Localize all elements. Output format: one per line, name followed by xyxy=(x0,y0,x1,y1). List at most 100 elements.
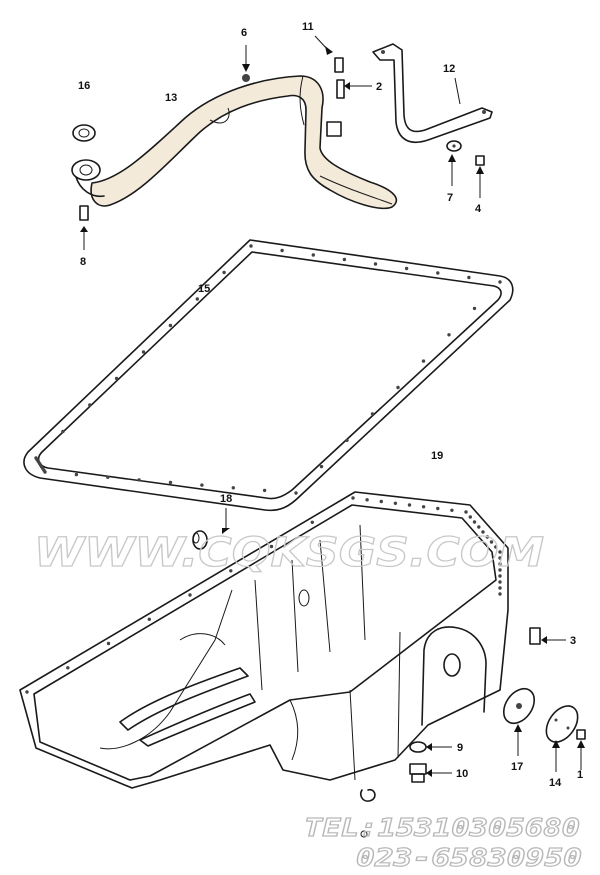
bolt-hole xyxy=(498,568,502,572)
callout-10: 10 xyxy=(456,768,468,780)
bolt-hole xyxy=(141,350,146,354)
callout-labels: 6 11 2 12 16 13 7 4 8 15 19 18 3 9 10 17… xyxy=(78,21,583,789)
bolt-hole xyxy=(310,520,314,524)
bolt-hole xyxy=(351,496,355,500)
watermark-phone: 023-65830950 xyxy=(356,843,582,872)
bolt-hole xyxy=(249,244,253,248)
tube-bracket xyxy=(372,43,493,144)
bolt-hole xyxy=(294,491,298,495)
callout-7: 7 xyxy=(447,192,453,204)
callout-18: 18 xyxy=(220,493,232,505)
callout-4: 4 xyxy=(475,203,482,215)
bolt-hole xyxy=(494,545,498,549)
bolt-hole xyxy=(477,525,481,529)
bolt-hole xyxy=(222,270,226,275)
callout-13: 13 xyxy=(165,92,177,104)
bolt-3 xyxy=(529,627,566,645)
bolt-hole xyxy=(229,569,233,573)
cover-plate-14 xyxy=(545,705,579,772)
spring-clip xyxy=(359,788,376,838)
bolt-hole xyxy=(498,280,502,284)
cover-gasket-17 xyxy=(502,687,536,756)
bolt-1 xyxy=(576,729,586,770)
nut-6 xyxy=(242,45,250,82)
callout-19: 19 xyxy=(431,450,443,462)
bolt-hole xyxy=(450,508,454,512)
callout-14: 14 xyxy=(549,777,562,789)
bolt-hole xyxy=(393,501,398,505)
bolt-hole xyxy=(485,535,489,539)
callout-8: 8 xyxy=(80,256,86,268)
bolt-hole xyxy=(280,248,284,253)
screw-11 xyxy=(314,35,344,73)
callout-16: 16 xyxy=(78,80,90,92)
bolt-hole xyxy=(498,592,502,596)
bolt-hole xyxy=(106,641,111,646)
bolt-hole xyxy=(472,306,477,311)
bolt-hole xyxy=(379,499,383,504)
bolt-hole xyxy=(137,478,141,482)
bolt-hole xyxy=(447,333,451,337)
bolt-hole xyxy=(74,472,79,477)
bolt-hole xyxy=(468,515,472,519)
callout-11: 11 xyxy=(302,21,314,33)
watermark-tel: TEL:15310305680 xyxy=(304,813,580,842)
bolt-8 xyxy=(79,205,89,250)
bolt-hole xyxy=(106,475,110,479)
bolt-hole xyxy=(61,429,65,434)
oil-pan xyxy=(19,491,509,789)
callout-2: 2 xyxy=(376,81,382,93)
callout-6: 6 xyxy=(241,27,247,39)
bolt-hole xyxy=(498,586,502,590)
gasket-bolt-holes xyxy=(34,244,502,495)
o-ring-9 xyxy=(409,741,452,753)
bolt-hole xyxy=(200,483,204,487)
bolt-hole xyxy=(88,403,92,407)
tube-flange-gasket xyxy=(72,124,96,142)
bolt-hole xyxy=(269,544,274,549)
bolt-hole xyxy=(498,574,502,578)
callout-3: 3 xyxy=(570,635,576,647)
bolt-4 xyxy=(475,155,485,198)
bolt-hole xyxy=(436,506,440,511)
bolt-hole xyxy=(262,488,267,493)
bolt-hole xyxy=(345,438,349,442)
bolt-hole xyxy=(421,505,426,509)
bolt-hole xyxy=(464,510,468,514)
bolt-hole xyxy=(168,480,173,485)
oil-pan-bolt-holes xyxy=(25,496,502,694)
bolt-hole xyxy=(472,520,477,524)
bolt-hole xyxy=(365,498,369,502)
washer-7 xyxy=(446,140,462,186)
screw-2 xyxy=(336,79,372,99)
bolt-hole xyxy=(436,271,440,275)
oil-pan-gasket xyxy=(23,239,514,512)
callout-12: 12 xyxy=(443,63,455,75)
bolt-hole xyxy=(481,530,485,534)
bolt-hole xyxy=(373,262,378,266)
bolt-hole xyxy=(396,385,400,390)
callout-17: 17 xyxy=(511,761,523,773)
callout-9: 9 xyxy=(457,742,463,754)
bolt-hole xyxy=(168,323,173,328)
bolt-hole xyxy=(231,486,235,490)
bolt-hole xyxy=(35,458,39,462)
bolt-hole xyxy=(498,550,502,554)
bolt-hole xyxy=(498,562,502,566)
bolt-hole xyxy=(114,376,119,381)
callout-1: 1 xyxy=(577,769,583,781)
bolt-hole xyxy=(188,593,192,597)
bolt-hole xyxy=(467,275,471,280)
watermark-url: WWW.CQKSGS.COM xyxy=(34,530,544,576)
suction-tube xyxy=(90,75,398,210)
tube-flange xyxy=(71,159,105,198)
bolt-hole xyxy=(66,666,70,670)
bolt-hole xyxy=(498,580,502,584)
bolt-hole xyxy=(498,556,502,560)
bolt-hole xyxy=(311,253,315,257)
bolt-hole xyxy=(342,257,347,262)
bolt-hole xyxy=(319,464,324,469)
bolt-hole xyxy=(147,617,151,621)
